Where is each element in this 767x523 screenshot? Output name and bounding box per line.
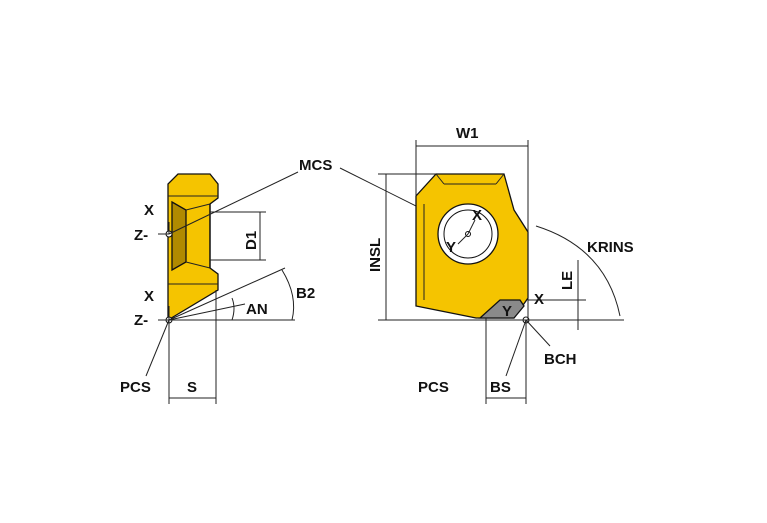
label-insl: INSL	[367, 238, 384, 272]
top-view-mcs-y-axis	[457, 233, 469, 245]
label-x-top-pcs: X	[534, 291, 544, 308]
label-pcs-left: PCS	[120, 379, 151, 396]
side-view-bore-edge-bottom	[185, 261, 211, 269]
label-z-side-pcs: Z-	[134, 312, 148, 329]
label-z-side-mcs: Z-	[134, 227, 148, 244]
label-b2: B2	[296, 285, 315, 302]
an-reference-line	[168, 303, 246, 321]
label-x-top-mcs: X	[472, 207, 482, 224]
pcs-left-leader	[145, 319, 170, 377]
top-view	[378, 140, 624, 404]
label-pcs-right: PCS	[418, 379, 449, 396]
top-view-chamfer	[478, 299, 525, 319]
label-le: LE	[559, 271, 576, 290]
top-view-edge-3	[495, 173, 505, 185]
label-w1: W1	[456, 125, 479, 142]
label-krins: KRINS	[587, 239, 634, 256]
label-y-top-mcs: Y	[446, 239, 456, 256]
b2-angle-arc	[281, 269, 295, 321]
pcs-right-leader	[505, 319, 527, 377]
label-bch: BCH	[544, 351, 577, 368]
bch-leader	[525, 319, 551, 347]
side-view-bore-relief	[171, 200, 187, 272]
label-bs: BS	[490, 379, 511, 396]
top-view-edge-1	[435, 173, 445, 185]
label-mcs: MCS	[299, 157, 332, 174]
b2-reference-line	[168, 267, 286, 321]
an-angle-arc	[231, 297, 235, 321]
top-view-mcs-x-axis	[467, 219, 476, 235]
label-x-side-pcs: X	[144, 288, 154, 305]
side-view	[145, 173, 295, 404]
label-y-top-pcs: Y	[502, 303, 512, 320]
label-d1: D1	[243, 231, 260, 250]
side-view-bore-edge-top	[185, 203, 211, 211]
krins-angle-arc	[535, 225, 621, 317]
label-x-side-mcs: X	[144, 202, 154, 219]
label-s: S	[187, 379, 197, 396]
mcs-leader-left	[168, 171, 299, 235]
label-an: AN	[246, 301, 268, 318]
